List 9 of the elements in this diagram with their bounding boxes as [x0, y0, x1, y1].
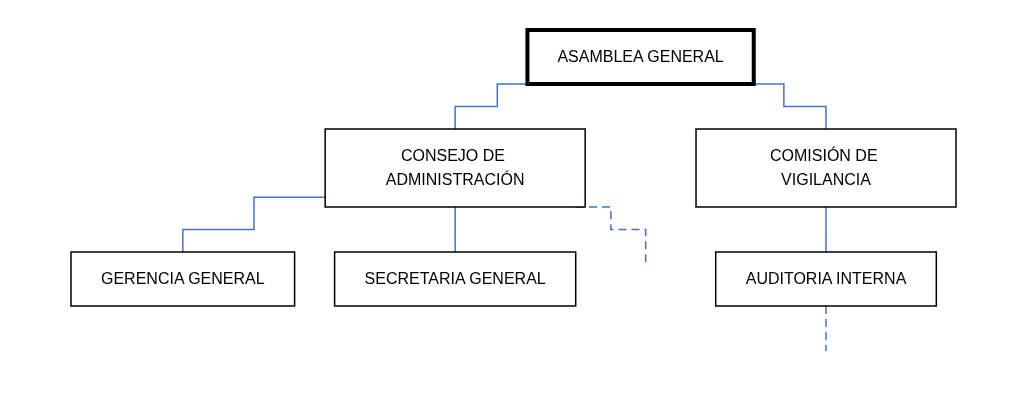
node-box: GERENCIA GENERAL [70, 250, 296, 307]
connector [825, 205, 828, 253]
node-box: SECRETARIA GENERAL [334, 250, 577, 307]
node-box: CONSEJO DE ADMINISTRACIÓN [324, 127, 587, 208]
node-box: AUDITORIA INTERNA [715, 250, 938, 307]
connector [454, 205, 457, 253]
node-box: ASAMBLEA GENERAL [525, 27, 757, 86]
connector [825, 304, 828, 352]
node-box: COMISIÓN DE VIGILANCIA [695, 127, 958, 208]
